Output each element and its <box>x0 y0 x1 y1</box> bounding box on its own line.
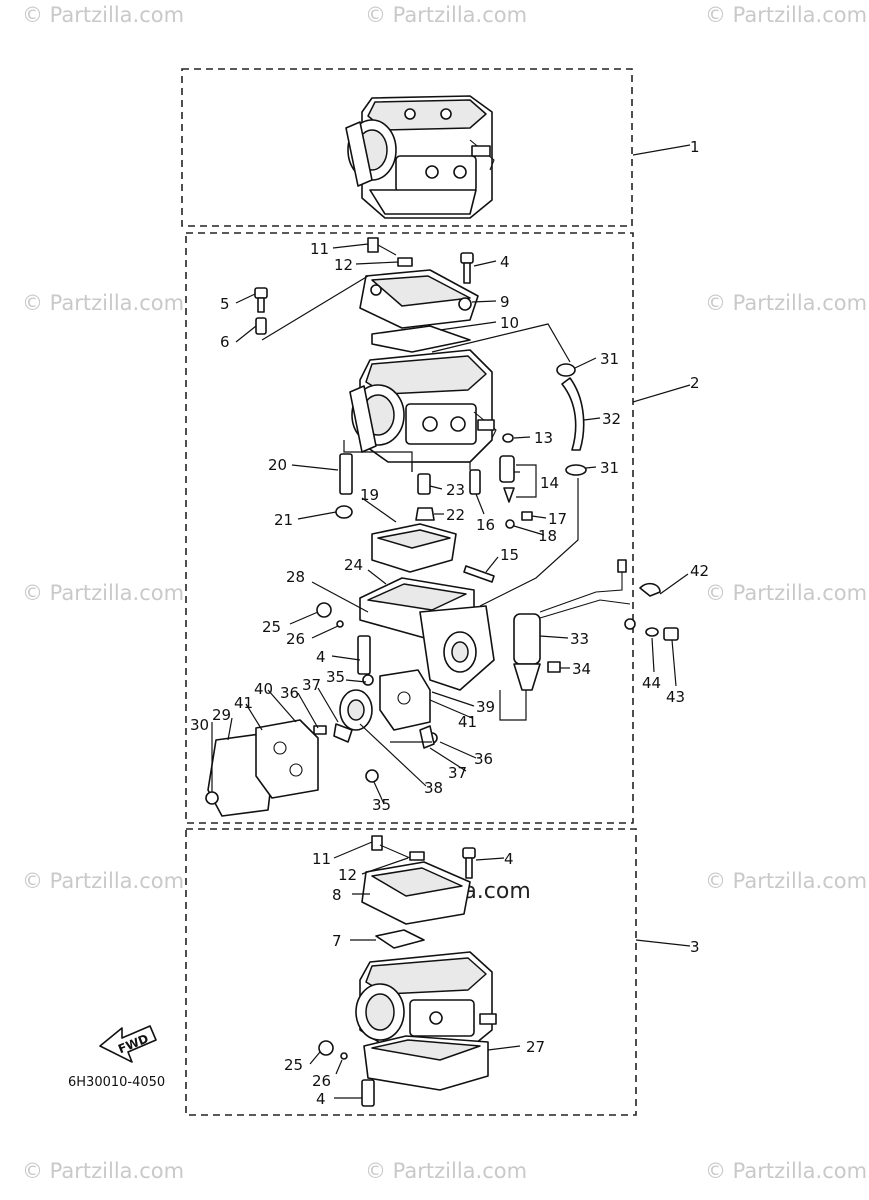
callout-25: 25 <box>262 618 281 636</box>
callout-22: 22 <box>446 506 465 524</box>
watermark-text: © Partzilla.com <box>705 291 867 315</box>
watermark-text: © Partzilla.com <box>705 581 867 605</box>
callout-42: 42 <box>690 562 709 580</box>
watermark-text: © Partzilla.com <box>22 3 184 27</box>
callout-5: 5 <box>220 295 230 313</box>
callout-1: 1 <box>690 138 700 156</box>
carburetor-assembly-3 <box>318 835 497 1107</box>
callout-25b: 25 <box>284 1056 303 1074</box>
callout-37: 37 <box>448 764 467 782</box>
watermark-text: © Partzilla.com <box>705 869 867 893</box>
callout-4: 4 <box>500 253 510 271</box>
callout-13: 13 <box>534 429 553 447</box>
callout-19: 19 <box>360 486 379 504</box>
callout-9: 9 <box>500 293 510 311</box>
callout-7: 7 <box>332 932 342 950</box>
callout-44: 44 <box>642 674 661 692</box>
top-cover-group <box>254 237 479 353</box>
leader-line <box>479 478 579 607</box>
callout-10: 10 <box>500 314 519 332</box>
leader-line <box>635 939 691 947</box>
callout-15: 15 <box>500 546 519 564</box>
callout-40: 40 <box>254 680 273 698</box>
watermark-text: © Partzilla.com <box>22 581 184 605</box>
callout-33: 33 <box>570 630 589 648</box>
callout-12: 12 <box>334 256 353 274</box>
watermark-text: © Partzilla.com <box>705 3 867 27</box>
watermark-text: © Partzilla.com <box>22 869 184 893</box>
callout-41b: 41 <box>234 694 253 712</box>
callout-4c: 4 <box>504 850 514 868</box>
callout-34: 34 <box>572 660 591 678</box>
watermark-text: © Partzilla.com <box>365 3 527 27</box>
callout-36: 36 <box>474 750 493 768</box>
callout-16: 16 <box>476 516 495 534</box>
watermark-text: © Partzilla.com <box>365 1159 527 1183</box>
callout-27: 27 <box>526 1038 545 1056</box>
callout-41: 41 <box>458 713 477 731</box>
callout-35b: 35 <box>372 796 391 814</box>
callout-4d: 4 <box>316 1090 326 1108</box>
frame-assembly-2 <box>185 232 634 824</box>
callout-23: 23 <box>446 481 465 499</box>
callout-numbers: 1 2 3 11 12 4 9 10 5 6 31 32 13 14 31 20… <box>190 138 709 1108</box>
carburetor-assembly-1 <box>345 95 495 219</box>
callout-4b: 4 <box>316 648 326 666</box>
float-bowl <box>316 577 495 691</box>
callout-31: 31 <box>600 350 619 368</box>
bracket-line <box>499 690 527 721</box>
callout-31b: 31 <box>600 459 619 477</box>
watermark-text: © Partzilla.com <box>705 1159 867 1183</box>
callout-24: 24 <box>344 556 363 574</box>
callout-8: 8 <box>332 886 342 904</box>
callout-leaders <box>211 243 689 1099</box>
callout-17: 17 <box>548 510 567 528</box>
callout-14: 14 <box>540 474 559 492</box>
callout-12b: 12 <box>338 866 357 884</box>
callout-2: 2 <box>690 374 700 392</box>
callout-11b: 11 <box>312 850 331 868</box>
float-top <box>377 529 451 549</box>
leader-line <box>632 144 691 156</box>
fwd-arrow-icon: FWD <box>99 1025 157 1063</box>
callout-21: 21 <box>274 511 293 529</box>
bracket-line <box>411 461 471 472</box>
pump-group <box>205 669 438 817</box>
callout-35: 35 <box>326 668 345 686</box>
carburetor-body <box>349 349 497 463</box>
callout-43: 43 <box>666 688 685 706</box>
callout-32: 32 <box>602 410 621 428</box>
callout-29: 29 <box>212 706 231 724</box>
leader-line <box>632 384 691 403</box>
callout-38: 38 <box>424 779 443 797</box>
callout-28: 28 <box>286 568 305 586</box>
leader-line <box>431 323 571 363</box>
callout-37b: 37 <box>302 676 321 694</box>
callout-11: 11 <box>310 240 329 258</box>
hose-group <box>556 363 587 476</box>
diagram-code: 6H30010-4050 <box>68 1075 165 1090</box>
callout-26b: 26 <box>312 1072 331 1090</box>
watermark-text: © Partzilla.com <box>22 291 184 315</box>
callout-20: 20 <box>268 456 287 474</box>
watermark-text: © Partzilla.com <box>22 1159 184 1183</box>
callout-36b: 36 <box>280 684 299 702</box>
callout-6: 6 <box>220 333 230 351</box>
solenoid-group <box>513 559 679 691</box>
callout-26: 26 <box>286 630 305 648</box>
frame-assembly-1 <box>181 68 633 227</box>
frame-assembly-3 <box>185 828 637 1116</box>
callout-18: 18 <box>538 527 557 545</box>
callout-30: 30 <box>190 716 209 734</box>
jets-group <box>335 433 533 583</box>
callout-39: 39 <box>476 698 495 716</box>
callout-3: 3 <box>690 938 700 956</box>
